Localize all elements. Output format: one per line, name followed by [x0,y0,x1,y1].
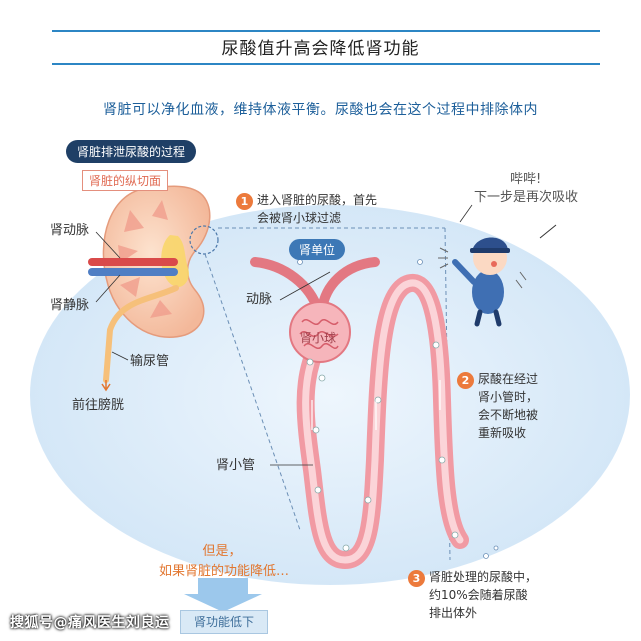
leader-ureter [111,351,129,361]
step-2-badge: 2 [457,372,474,389]
nephron-illustration [250,257,499,570]
step-2-line-1: 尿酸在经过 [478,372,539,386]
zoom-circle [189,225,219,255]
character-legs [474,309,502,327]
character-exclaim: 哔哔! [510,172,542,187]
step-1-badge: 1 [236,193,253,210]
label-renal-vein: 肾静脉 [50,298,90,313]
step-3-line-3: 排出体外 [429,606,478,620]
step-3-badge: 3 [408,570,425,587]
drift-particles [297,259,499,559]
character-body [472,270,504,314]
step-3-line-2: 约10%会随着尿酸 [429,588,528,602]
watermark: 搜狐号@痛风医生刘良运 [10,615,170,631]
leader-renal-vein [95,274,121,303]
process-pill: 肾脏排泄尿酸的过程 [66,140,197,163]
character-nose [491,261,497,267]
character-motion [515,271,527,289]
character-speech: 下一步是再次吸收 [474,190,579,205]
leader-speech-2 [539,224,557,239]
ureter-arrow [101,380,111,392]
renal-vein-vessel [88,268,178,276]
reabsorption-arrows [311,380,441,430]
step-2-line-4: 重新吸收 [478,426,527,440]
ureter-tube [103,285,179,383]
character-cap-brim [470,248,510,253]
leader-renal-artery [95,231,121,259]
character-arm [452,259,477,285]
step-1-line-2: 会被肾小球过滤 [257,211,342,225]
kidney-illustration [88,185,219,392]
guard-character [438,237,527,327]
label-tubule: 肾小管 [216,458,256,473]
renal-artery-vessel [88,258,178,266]
page-subtitle: 肾脏可以净化血液，维持体液平衡。尿酸也会在这个过程中排除体内 [103,102,538,118]
uric-acid-particles [306,341,459,552]
label-to-bladder: 前往膀胱 [72,398,125,413]
glomerulus-capillaries [299,319,339,349]
title-rule-top [52,30,600,32]
step-3-line-1: 肾脏处理的尿酸中， [429,570,538,584]
footer-if-line: 如果肾脏的功能降低… [158,564,289,579]
step-2-line-2: 肾小管时， [478,390,539,404]
page-title: 尿酸值升高会降低肾功能 [221,39,420,59]
tubule-lumen [302,279,464,564]
leader-speech [459,204,473,223]
step-2-line-3: 会不断地被 [478,408,539,422]
down-arrow [184,578,262,612]
label-glomerulus: 肾小球 [300,331,337,345]
footer-but: 但是， [202,544,242,559]
leader-artery [279,271,331,301]
label-renal-artery: 肾动脉 [50,223,90,238]
kidney-function-low-box: 肾功能低下 [180,610,268,634]
character-whistle-lines [438,247,449,269]
title-rule-bottom [52,63,600,65]
label-ureter: 输尿管 [130,354,170,369]
nephron-unit-pill: 肾单位 [289,239,346,260]
section-label: 肾脏的纵切面 [82,170,169,191]
step-1-line-1: 进入肾脏的尿酸，首先 [257,193,378,207]
label-artery: 动脉 [246,292,273,307]
